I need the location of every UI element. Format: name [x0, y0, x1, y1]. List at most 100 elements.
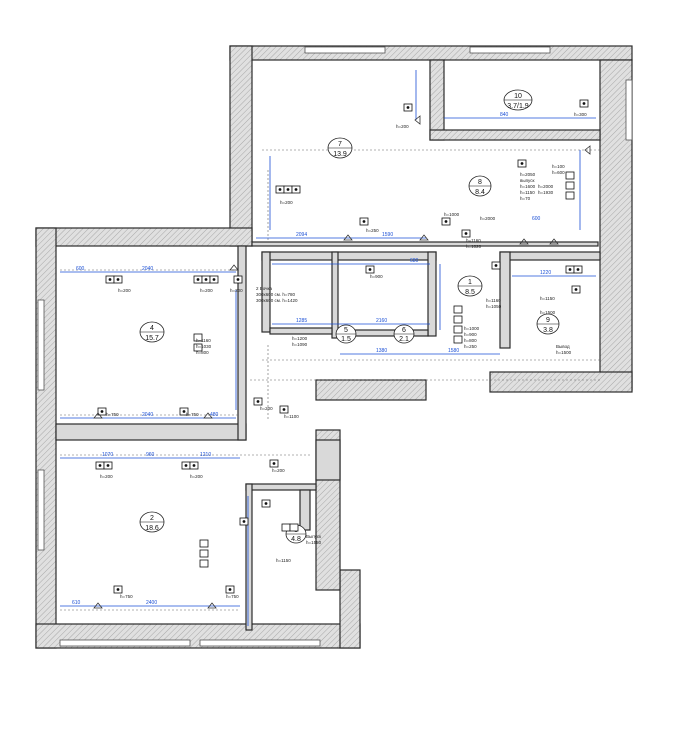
outlet-icon — [199, 539, 209, 568]
height-note: h=1150 — [520, 190, 535, 195]
height-note: h=1160 — [466, 238, 481, 243]
wall-step — [35, 227, 253, 247]
room-label-7: 7 13.9 — [327, 137, 353, 159]
outlet-icon — [275, 185, 301, 194]
height-note: h=250 — [464, 344, 477, 349]
outlet-icon — [233, 275, 243, 284]
room-number: 10 — [514, 93, 522, 100]
outlet-icon — [269, 459, 279, 468]
outlet-icon — [261, 499, 271, 508]
box-note: 300х600 см. h=1420 — [256, 298, 298, 303]
dim-label: 2400 — [146, 600, 157, 606]
outlet-icon — [565, 265, 583, 274]
height-note: выпуск — [520, 178, 535, 183]
height-note: h=1150 — [276, 558, 291, 563]
room-area: 2.1 — [399, 336, 409, 343]
dim-label: 600 — [532, 216, 541, 222]
height-note: h=750 — [120, 594, 133, 599]
height-note: h=2000 — [538, 184, 554, 189]
height-note: h=200 — [272, 468, 285, 473]
window-left-2 — [37, 469, 45, 551]
outlet-icon — [403, 103, 413, 112]
height-note: h=1550 — [306, 540, 322, 545]
outlet-icon — [359, 217, 369, 226]
room-area: 13.9 — [333, 151, 347, 158]
height-note: h=1200 — [292, 336, 308, 341]
outlet-icon — [517, 159, 527, 168]
wall-bath-mid — [331, 251, 339, 339]
windows — [37, 46, 633, 647]
room-label-9: 9 3.8 — [536, 313, 560, 335]
wall-top — [229, 45, 633, 61]
height-note: h=750 — [226, 594, 239, 599]
outlet-icon — [461, 229, 471, 238]
dim-label: 1590 — [382, 232, 393, 238]
outlet-icon — [571, 285, 581, 294]
outlet-icon — [225, 585, 235, 594]
height-note: h=2000 — [480, 216, 496, 221]
room-number: 5 — [344, 327, 348, 334]
wall-balcony-bottom — [429, 129, 601, 141]
height-note: h=1000 — [464, 326, 480, 331]
height-note: h=200 — [200, 288, 213, 293]
height-note: h=1090 — [292, 342, 308, 347]
wall-3-top — [245, 483, 317, 491]
height-note: h=200 — [230, 288, 243, 293]
dim-label: 1070 — [102, 452, 113, 458]
dim-label: 840 — [500, 112, 509, 118]
dim-label: 680 — [410, 258, 419, 264]
outlet-icon — [565, 171, 575, 200]
room-label-4: 4 15.7 — [139, 321, 165, 343]
outlet-icon — [279, 405, 289, 414]
height-note: h=200 — [280, 200, 293, 205]
height-note: h=600 — [552, 170, 565, 175]
height-note: h=1930 — [538, 190, 554, 195]
dim-label: 960 — [146, 452, 155, 458]
dim-label: 480 — [210, 412, 219, 418]
room-label-10: 10 3.7/1.9 — [503, 89, 533, 111]
dimension-labels: 2094 1590 2040 600 1285 2160 1580 1380 2… — [72, 112, 551, 606]
height-note: h=1500 — [540, 310, 556, 315]
room-area: 8.4 — [475, 189, 485, 196]
wall-3-left — [245, 483, 253, 631]
wall-3-inner — [299, 489, 311, 531]
wall-9-top — [499, 251, 601, 261]
height-note: h=1150 — [540, 296, 555, 301]
height-note: h=250 — [366, 228, 379, 233]
room-label-1: 1 8.5 — [457, 275, 483, 297]
height-note: h=800 — [196, 350, 209, 355]
window-top-1 — [304, 46, 386, 54]
outlet-icon — [105, 275, 123, 284]
room-number: 4 — [150, 325, 154, 332]
room-number: 9 — [546, 317, 550, 324]
outlet-icon — [365, 265, 375, 274]
wall-4-right — [237, 245, 247, 441]
height-note: h=200 — [100, 474, 113, 479]
box-note: 300х600 см. h=780 — [256, 292, 295, 297]
dim-label: 600 — [76, 266, 85, 272]
dim-label: 1210 — [200, 452, 211, 458]
dim-label: 1380 — [376, 348, 387, 354]
height-note: h=1050 — [486, 304, 502, 309]
height-note: h=200 — [260, 406, 273, 411]
room-area: 1.5 — [341, 336, 351, 343]
height-note: h=1160 — [486, 298, 501, 303]
wall-4-2 — [55, 423, 247, 441]
room-labels: 1 8.5 2 18.6 3 4.8 4 15.7 5 1.5 — [139, 89, 560, 544]
height-note: h=1020 — [466, 244, 482, 249]
outlet-icon — [97, 407, 107, 416]
dim-label: 1580 — [448, 348, 459, 354]
room-label-6: 6 2.1 — [393, 324, 415, 344]
height-note: h=900 — [464, 332, 477, 337]
window-top-2 — [469, 46, 551, 54]
height-note: h=200 — [396, 124, 409, 129]
outlet-icon — [579, 99, 589, 108]
wall-7-bottom — [251, 241, 599, 247]
outlet-icon — [193, 333, 203, 352]
room-area: 8.5 — [465, 289, 475, 296]
height-note: h=1600 — [520, 184, 536, 189]
outlet-icon — [441, 217, 451, 226]
height-note: h=1500 — [556, 350, 572, 355]
wall-upper-left — [229, 45, 253, 247]
